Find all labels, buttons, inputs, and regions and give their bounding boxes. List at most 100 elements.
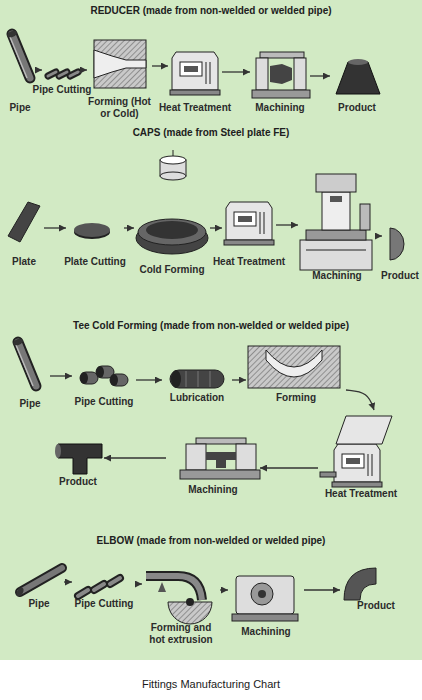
flow-arrow — [304, 589, 340, 590]
process-step: Product — [340, 562, 412, 612]
lubricated-pipe-drawing — [198, 371, 199, 387]
process-step: Pipe — [4, 26, 36, 114]
furnace-drawing — [320, 416, 392, 487]
process-step: Machining — [166, 436, 260, 496]
process-step: Heat Treatment — [222, 190, 276, 268]
extrusion-drawing — [186, 598, 194, 606]
machine-drawing — [251, 583, 273, 605]
step-label: Pipe — [9, 102, 30, 114]
furnace-drawing — [332, 444, 382, 487]
flow-arrow — [310, 75, 330, 76]
flow-arrow — [44, 227, 66, 228]
machine-drawing — [294, 58, 306, 90]
step-label: Product — [357, 600, 395, 612]
pipe-pieces-drawing — [80, 372, 88, 384]
process-step: Machining — [250, 46, 310, 114]
machine-drawing — [236, 444, 256, 470]
flow-arrow — [276, 224, 298, 225]
step-label-box: Pipe — [9, 102, 30, 114]
flow-arrow — [124, 227, 134, 228]
step-label: Heat Treatment — [325, 488, 397, 500]
chart-caption: Fittings Manufacturing Chart — [0, 677, 422, 691]
lubricated-pipe-drawing — [170, 370, 224, 388]
cold-press-drawing — [138, 219, 206, 245]
reducer-drawing — [336, 59, 380, 94]
flow-arrow — [376, 235, 382, 236]
step-label: Pipe — [19, 398, 40, 410]
process-step: Pipe — [10, 336, 50, 410]
furnace-drawing — [224, 202, 274, 245]
process-step: Pipe Cutting — [72, 560, 136, 610]
step-label: Plate Cutting — [64, 256, 126, 268]
step-label-box: Pipe Cutting — [33, 84, 92, 96]
press-drawing — [306, 230, 366, 240]
step-label-box: Forming and hot extrusion — [142, 622, 220, 646]
furnace-drawing — [336, 416, 392, 444]
green-background — [0, 0, 422, 660]
reducer-drawing — [348, 59, 368, 65]
lubricated-pipe-drawing — [210, 371, 211, 387]
section-title: ELBOW (made from non-welded or welded pi… — [0, 535, 422, 547]
cold-press-drawing — [160, 172, 186, 180]
furnace-drawing — [332, 444, 382, 487]
tee-die-drawing — [266, 350, 322, 377]
step-label-box: Plate Cutting — [64, 256, 126, 268]
plate-drawing — [8, 202, 40, 242]
extrusion-drawing — [158, 582, 166, 592]
process-step: Product — [382, 218, 418, 282]
pipe-drawing — [12, 337, 36, 386]
flow-arrow — [136, 379, 162, 380]
pipe-pieces-drawing — [94, 584, 104, 590]
furnace-drawing — [320, 472, 336, 477]
process-step: Product — [52, 428, 104, 488]
flow-arrow — [260, 467, 318, 468]
furnace-drawing — [224, 202, 274, 245]
step-label: Product — [338, 102, 376, 114]
pipe-pieces-drawing — [110, 578, 120, 584]
press-drawing — [300, 240, 372, 270]
pipe-drawing — [12, 337, 36, 386]
section-title: REDUCER (made from non-welded or welded … — [0, 5, 422, 17]
pipe-pieces-drawing — [78, 578, 120, 596]
forming-die-drawing — [94, 40, 146, 88]
step-label: Machining — [255, 102, 304, 114]
step-label: Product — [59, 476, 97, 488]
tee-drawing — [58, 444, 102, 474]
step-label-box: Pipe — [28, 598, 49, 610]
tee-die-drawing — [248, 346, 340, 388]
step-label-box: Heat Treatment — [159, 102, 231, 114]
step-label: Cold Forming — [140, 264, 205, 276]
flow-arrow — [222, 71, 250, 72]
machine-drawing — [206, 452, 236, 468]
machine-drawing — [256, 58, 268, 90]
machine-drawing — [260, 52, 304, 58]
step-label-box: Machining — [255, 102, 304, 114]
pipe-pieces-drawing — [80, 366, 128, 386]
step-label: Machining — [241, 626, 290, 638]
process-step: Forming — [246, 340, 346, 404]
white-band — [0, 660, 422, 700]
forming-die-drawing — [94, 50, 146, 78]
pipe-pieces-drawing — [48, 72, 56, 76]
flow-arrow — [346, 390, 374, 410]
pipe-pieces-drawing — [78, 590, 88, 596]
flow-arrow — [152, 65, 168, 66]
press-drawing — [300, 174, 372, 270]
flow-arrow — [50, 375, 72, 376]
process-step: Cold Forming — [134, 152, 210, 276]
machine-drawing — [252, 52, 310, 98]
step-label: Forming (Hot or Cold) — [87, 96, 152, 120]
machine-drawing — [236, 576, 294, 614]
press-drawing — [322, 192, 350, 230]
step-label: Pipe Cutting — [75, 598, 134, 610]
step-label-box: Machining — [188, 484, 237, 496]
pipe-pieces-drawing — [59, 72, 67, 76]
cold-press-drawing — [146, 221, 198, 239]
step-label-box: Plate — [12, 256, 36, 268]
flow-arrow — [82, 69, 87, 70]
flow-arrow — [210, 227, 222, 228]
step-label: Forming — [276, 392, 316, 404]
pipe-drawing — [20, 568, 62, 592]
